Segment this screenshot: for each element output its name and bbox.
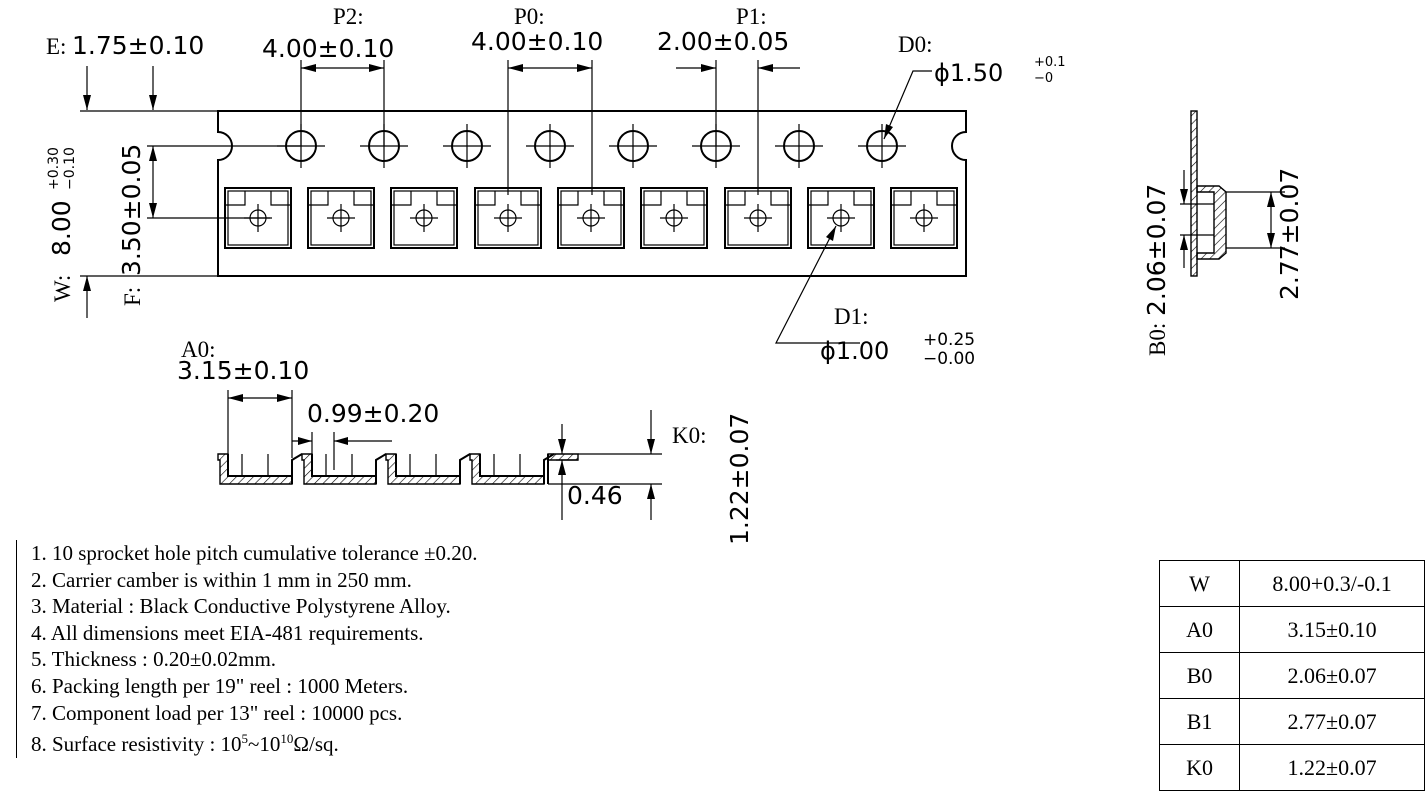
side-pocket bbox=[301, 453, 387, 485]
dim-a0-value: 3.15±0.10 bbox=[177, 356, 309, 385]
dim-t-value: 0.99±0.20 bbox=[307, 399, 439, 428]
spec-key: K0 bbox=[1158, 744, 1241, 791]
dim-d0-tol-lower: −0 bbox=[1034, 71, 1053, 86]
dim-k0-label: K0: bbox=[672, 423, 707, 448]
pocket bbox=[390, 187, 458, 249]
spec-key: W bbox=[1158, 560, 1241, 607]
spec-key: B1 bbox=[1158, 698, 1241, 745]
dim-p1: P1: 2.00±0.05 bbox=[657, 4, 800, 195]
sprocket-hole bbox=[775, 124, 823, 168]
dim-p2-label: P2: bbox=[333, 4, 364, 29]
sprocket-hole bbox=[443, 124, 491, 168]
dim-w-tol-upper: +0.30 bbox=[46, 147, 62, 190]
dim-f-value: 3.50±0.05 bbox=[117, 144, 146, 276]
sprocket-hole bbox=[858, 124, 906, 168]
dim-e-label: E: bbox=[46, 34, 66, 59]
dim-d0-label: D0: bbox=[898, 32, 933, 57]
dim-w-value: 8.00 bbox=[47, 200, 76, 256]
note-8-exp2: 10 bbox=[280, 731, 294, 747]
dim-p2-value: 4.00±0.10 bbox=[262, 34, 394, 63]
note-8-text: 8. Surface resistivity : 10 bbox=[31, 732, 242, 757]
dim-p1-label: P1: bbox=[736, 4, 767, 29]
note-item: 7. Component load per 13" reel : 10000 p… bbox=[31, 700, 403, 725]
dim-p0-label: P0: bbox=[514, 4, 545, 29]
side-pocket bbox=[385, 453, 471, 485]
sprocket-hole bbox=[526, 124, 574, 168]
tape-outline bbox=[217, 110, 967, 277]
dim-d1-tol-upper: +0.25 bbox=[923, 330, 975, 350]
spec-value: 3.15±0.10 bbox=[1239, 606, 1425, 653]
notes-list: 1. 10 sprocket hole pitch cumulative tol… bbox=[16, 540, 478, 758]
dim-f: F: 3.50±0.05 bbox=[117, 144, 300, 306]
dim-a0: A0: 3.15±0.10 bbox=[177, 337, 309, 458]
dim-k0-value: 1.22±0.07 bbox=[725, 413, 754, 545]
spec-value: 1.22±0.07 bbox=[1239, 744, 1425, 791]
dim-d1-label: D1: bbox=[834, 304, 869, 329]
dim-b0-label: B0: bbox=[1145, 323, 1170, 356]
side-pocket bbox=[217, 453, 303, 485]
dim-b0-value: 2.06±0.07 bbox=[1142, 184, 1171, 316]
note-item: 2. Carrier camber is within 1 mm in 250 … bbox=[31, 567, 412, 592]
spec-value: 2.06±0.07 bbox=[1239, 652, 1425, 699]
pocket bbox=[307, 187, 375, 249]
dim-w-tol-lower: −0.10 bbox=[62, 147, 78, 190]
dim-b0: B0: 2.06±0.07 bbox=[1142, 170, 1188, 356]
dim-d0-tol-upper: +0.1 bbox=[1034, 55, 1066, 70]
note-8-mid: ~10 bbox=[248, 732, 281, 757]
note-8-exp1: 5 bbox=[241, 731, 249, 747]
pockets bbox=[224, 187, 958, 249]
spec-key: A0 bbox=[1158, 606, 1241, 653]
dim-d0: D0: ϕ1.50 +0.1 −0 bbox=[883, 32, 1066, 140]
dim-d1: D1: ϕ1.00 +0.25 −0.00 bbox=[775, 225, 975, 369]
spec-value: 8.00+0.3/-0.1 bbox=[1239, 560, 1425, 607]
dim-p2: P2: 4.00±0.10 bbox=[262, 4, 394, 146]
dim-b1: 2.77±0.07 bbox=[1267, 168, 1304, 300]
dim-t: 0.99±0.20 bbox=[292, 399, 439, 470]
dim-e-value: 1.75±0.10 bbox=[72, 31, 204, 60]
dim-w: W: 8.00 +0.30 −0.10 bbox=[46, 147, 218, 318]
note-item: 1. 10 sprocket hole pitch cumulative tol… bbox=[31, 541, 478, 565]
note-item: 3. Material : Black Conductive Polystyre… bbox=[31, 594, 451, 619]
spec-value: 2.77±0.07 bbox=[1239, 698, 1425, 745]
sprocket-hole bbox=[609, 124, 657, 168]
note-item: 6. Packing length per 19" reel : 1000 Me… bbox=[31, 673, 409, 698]
dim-p1-value: 2.00±0.05 bbox=[657, 27, 789, 56]
tape-side-view bbox=[217, 453, 579, 485]
dim-d1-tol-lower: −0.00 bbox=[923, 349, 975, 369]
note-item: 5. Thickness : 0.20±0.02mm. bbox=[31, 647, 277, 672]
dim-k1-value: 0.46 bbox=[567, 481, 623, 510]
tape-end-view bbox=[1180, 110, 1285, 277]
pocket bbox=[474, 187, 542, 249]
dim-d1-value: ϕ1.00 bbox=[820, 337, 889, 365]
note-item: 8. Surface resistivity : 105~1010Ω/sq. bbox=[31, 726, 478, 758]
pocket bbox=[557, 187, 625, 249]
dim-k1: 0.46 bbox=[556, 424, 623, 520]
pocket bbox=[724, 187, 792, 249]
dim-d0-value: ϕ1.50 bbox=[934, 59, 1003, 87]
pocket bbox=[807, 187, 875, 249]
dim-p0-value: 4.00±0.10 bbox=[471, 27, 603, 56]
dim-k0: K0: 1.22±0.07 bbox=[548, 410, 754, 545]
spec-key: B0 bbox=[1158, 652, 1241, 699]
dim-p0: P0: 4.00±0.10 bbox=[471, 4, 603, 195]
dim-b1-value: 2.77±0.07 bbox=[1275, 168, 1304, 300]
side-pocket bbox=[469, 453, 555, 485]
pocket bbox=[890, 187, 958, 249]
pocket bbox=[640, 187, 708, 249]
dim-f-label: F: bbox=[120, 287, 145, 306]
dim-a0-label: A0: bbox=[181, 337, 216, 362]
dim-w-label: W: bbox=[50, 275, 75, 302]
dim-e: E: 1.75±0.10 bbox=[46, 31, 218, 112]
note-item: 4. All dimensions meet EIA-481 requireme… bbox=[31, 620, 424, 645]
note-8-unit: Ω/sq. bbox=[293, 732, 339, 757]
